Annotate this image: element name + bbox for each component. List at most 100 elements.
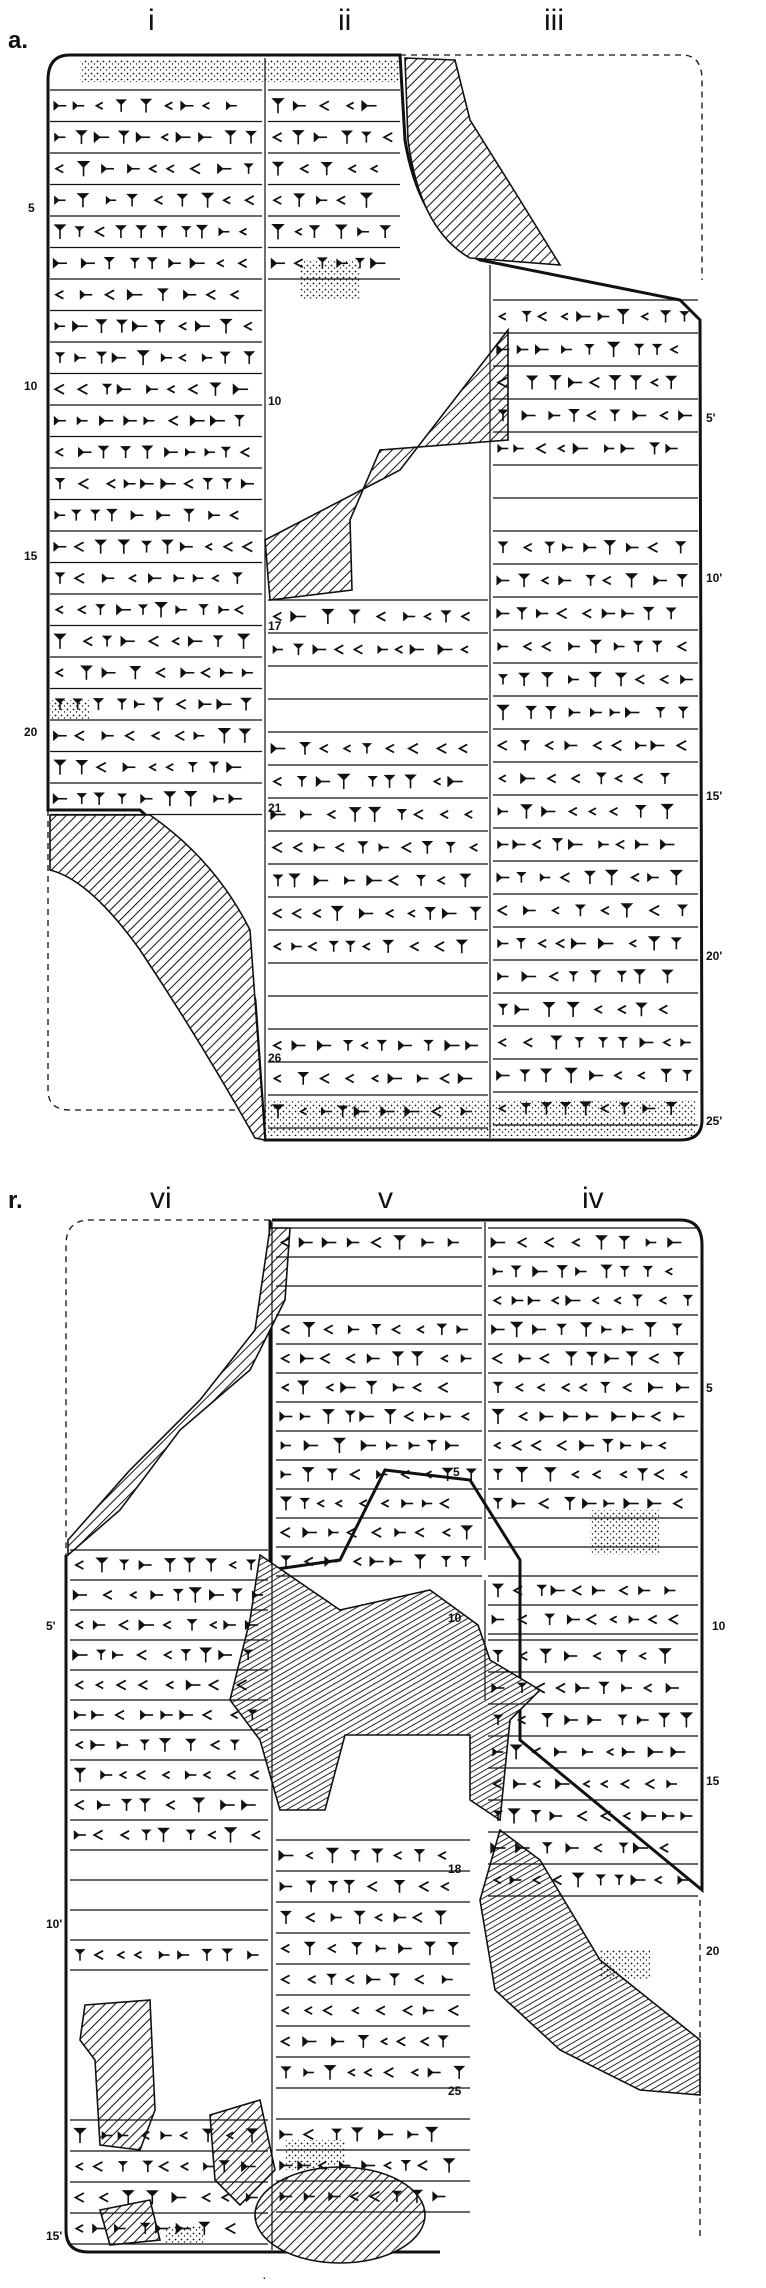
winkelhaken [614, 839, 625, 850]
wedge-head [117, 2161, 129, 2167]
wedge-head [669, 869, 684, 877]
cuneiform-sign-icon [320, 1107, 332, 1116]
winkelhaken [407, 742, 419, 755]
wedge-head [632, 1411, 639, 1422]
cuneiform-sign-icon [497, 1003, 509, 1015]
wedge-head [338, 2160, 345, 2171]
winkelhaken [492, 1875, 502, 1885]
cuneiform-sign-icon [213, 794, 224, 804]
wedge-head [209, 1589, 216, 1601]
cuneiform-sign-icon [319, 1353, 331, 1364]
wedge-head [101, 667, 109, 679]
cuneiform-sign-icon [496, 905, 508, 916]
cuneiform-sign-icon [410, 2068, 419, 2077]
winkelhaken [334, 842, 345, 853]
cuneiform-sign-icon [223, 1619, 236, 1631]
winkelhaken [679, 1470, 688, 1479]
cuneiform-sign-icon [290, 610, 306, 623]
winkelhaken [292, 842, 303, 853]
cuneiform-sign-icon [588, 376, 600, 389]
winkelhaken [592, 1651, 602, 1661]
winkelhaken [209, 1739, 221, 1751]
cuneiform-sign-icon [361, 942, 371, 951]
cuneiform-sign-icon [544, 740, 554, 751]
cuneiform-sign-icon [568, 971, 579, 982]
cuneiform-sign-icon [301, 1467, 315, 1482]
wedge-head [92, 698, 105, 704]
cuneiform-sign-icon [492, 1296, 502, 1305]
wedge-head [270, 742, 278, 755]
cuneiform-sign-icon [117, 539, 131, 554]
winkelhaken [538, 1353, 550, 1364]
wedge-head [350, 1850, 361, 1856]
cuneiform-sign-icon [74, 1740, 84, 1750]
cuneiform-sign-icon [561, 344, 572, 355]
winkelhaken [272, 1040, 282, 1051]
wedge-head [407, 2129, 413, 2140]
wedge-head [218, 227, 224, 237]
cuneiform-sign-icon [511, 1295, 524, 1306]
cuneiform-sign-icon [293, 258, 304, 269]
wedge-head [660, 838, 667, 851]
cuneiform-sign-icon [424, 906, 437, 920]
cuneiform-sign-icon [455, 939, 468, 954]
cuneiform-sign-icon [600, 1264, 613, 1279]
wedge-head [634, 839, 642, 850]
wedge-head [550, 1584, 558, 1597]
wedge-head [245, 130, 257, 137]
cuneiform-sign-icon [130, 510, 144, 521]
winkelhaken [491, 1352, 503, 1365]
wedge-head [116, 383, 124, 395]
wedge-head [563, 1410, 570, 1423]
winkelhaken [406, 909, 416, 918]
wedge-head [129, 257, 141, 263]
winkelhaken [360, 1041, 369, 1050]
wedge-head [491, 1408, 505, 1416]
cuneiform-sign-icon [391, 1351, 405, 1366]
wedge-head [544, 705, 557, 712]
cuneiform-sign-icon [648, 442, 661, 455]
cuneiform-sign-icon [270, 742, 286, 755]
winkelhaken [559, 872, 570, 883]
cuneiform-sign-icon [520, 772, 536, 785]
wedge-head [97, 445, 110, 452]
cuneiform-sign-icon [219, 667, 233, 678]
cuneiform-sign-icon [641, 1810, 656, 1822]
wedge-head [332, 1437, 347, 1445]
wedge-head [550, 1035, 563, 1042]
cuneiform-sign-icon [245, 2128, 259, 2143]
cuneiform-sign-icon [565, 1842, 579, 1854]
winkelhaken [599, 1779, 609, 1789]
winkelhaken [319, 1353, 331, 1364]
cuneiform-sign-icon [103, 257, 115, 270]
wedge-head [642, 1265, 654, 1272]
cuneiform-sign-icon [517, 573, 531, 588]
cuneiform-sign-icon [609, 409, 621, 422]
cuneiform-sign-icon [218, 2160, 231, 2173]
wedge-head [556, 1265, 568, 1271]
wedge-head [105, 195, 112, 205]
wedge-head [180, 1649, 192, 1655]
cuneiform-sign-icon [280, 1943, 290, 1954]
wedge-head [54, 572, 66, 578]
wedge-head [606, 341, 621, 349]
cuneiform-sign-icon [597, 1037, 609, 1048]
wedge-head [568, 641, 574, 652]
wedge-head [141, 1829, 152, 1835]
cuneiform-sign-icon [382, 132, 393, 143]
cuneiform-sign-icon [665, 1101, 678, 1115]
wedge-head [300, 809, 306, 820]
cuneiform-sign-icon [497, 1104, 507, 1113]
wedge-head [665, 375, 678, 382]
cuneiform-sign-icon [138, 1798, 152, 1812]
cuneiform-sign-icon [423, 1039, 434, 1051]
wedge-head [138, 1798, 152, 1805]
cuneiform-sign-icon [106, 508, 118, 522]
cuneiform-sign-icon [404, 1105, 420, 1118]
winkelhaken [239, 447, 250, 458]
cuneiform-sign-icon [176, 193, 189, 207]
cuneiform-sign-icon [390, 1324, 401, 1335]
reverse-tablet-outline [64, 1218, 704, 2254]
wedge-head [398, 1943, 405, 1954]
wedge-head [139, 2222, 151, 2229]
